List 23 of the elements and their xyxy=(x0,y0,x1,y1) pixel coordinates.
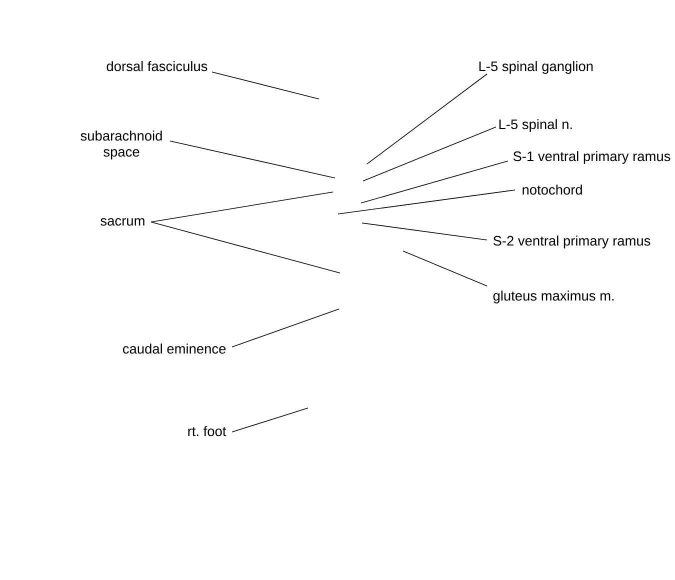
structure-label: S-2 ventral primary ramus xyxy=(493,236,650,248)
leader-line xyxy=(232,408,308,432)
structure-label: L-5 spinal n. xyxy=(499,119,572,132)
leader-line xyxy=(170,140,336,178)
leader-line xyxy=(362,126,496,182)
leader-line xyxy=(366,74,488,164)
structure-label: dorsal fasciculus xyxy=(106,61,208,72)
leader-line xyxy=(150,222,340,274)
leader-line xyxy=(232,308,340,348)
leader-line xyxy=(150,192,334,222)
leader-line xyxy=(338,190,516,214)
structure-label: notochord xyxy=(522,184,582,195)
leader-line xyxy=(362,222,488,240)
structure-label: sacrum xyxy=(100,218,144,226)
structure-label: caudal eminence xyxy=(123,344,226,354)
structure-label: rt. foot xyxy=(188,426,226,436)
leader-line xyxy=(402,250,488,286)
leader-line xyxy=(212,72,320,100)
structure-label: L-5 spinal ganglion xyxy=(479,61,593,74)
structure-label: S-1 ventral primary ramus xyxy=(513,151,670,164)
leader-line xyxy=(360,160,508,204)
structure-label: gluteus maximus m. xyxy=(493,290,614,304)
structure-label: subarachnoid space xyxy=(80,130,162,160)
